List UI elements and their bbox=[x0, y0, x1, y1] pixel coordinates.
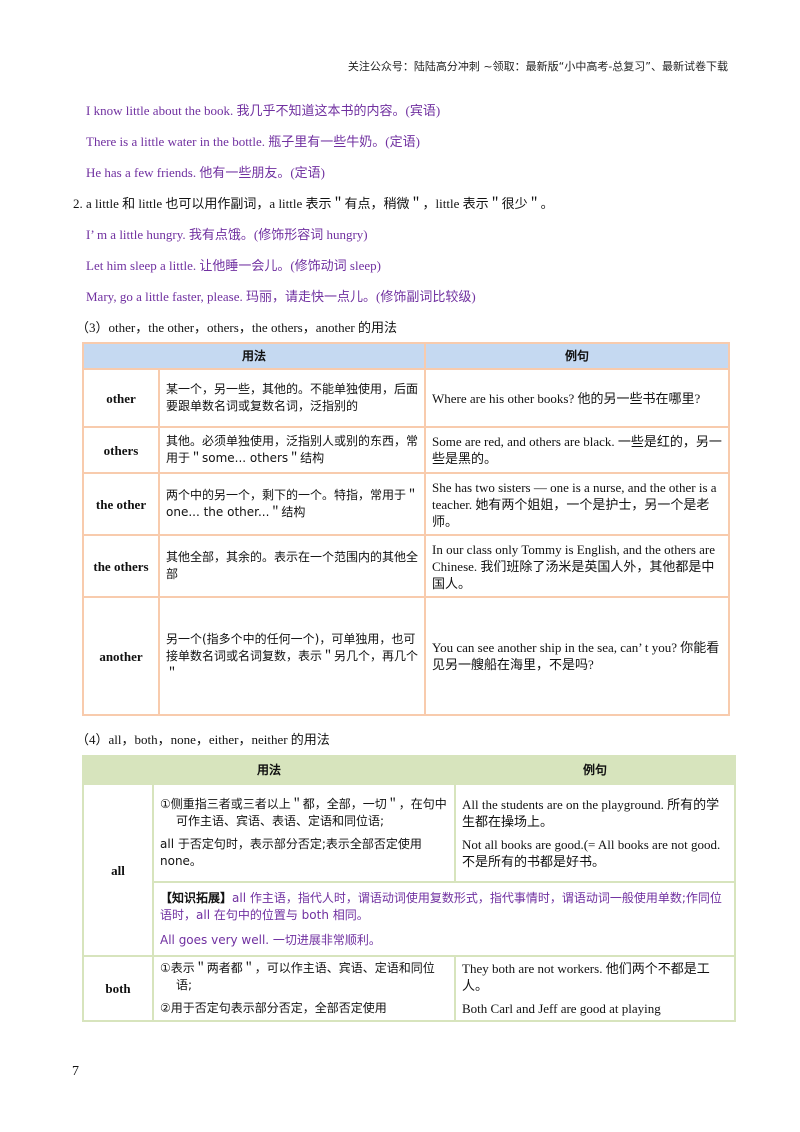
table-row: another 另一个(指多个中的任何一个)，可单独用，也可接单数名词或名词复数… bbox=[82, 596, 731, 716]
knowledge-tip-cell: 【知识拓展】all 作主语，指代人时，谓语动词使用复数形式，指代事情时，谓语动词… bbox=[151, 881, 737, 957]
point-2: 2. a little 和 little 也可以用作副词，a little 表示… bbox=[73, 196, 554, 211]
term-cell: all bbox=[82, 783, 154, 957]
tip-label: 【知识拓展】 bbox=[160, 890, 233, 905]
usage-text: ①表示＂两者都＂，可以作主语、宾语、定语和同位语; bbox=[160, 961, 435, 992]
table-row: the others 其他全部，其余的。表示在一个范围内的其他全部 In our… bbox=[82, 534, 731, 598]
example-line: I’ m a little hungry. 我有点饿。(修饰形容词 hungry… bbox=[86, 227, 368, 242]
usage-text: ②用于否定句表示部分否定，全部否定使用 bbox=[160, 1001, 387, 1015]
column-header-usage: 用法 bbox=[81, 342, 427, 370]
example-cell: In our class only Tommy is English, and … bbox=[424, 534, 731, 598]
column-header-usage: 用法 bbox=[81, 755, 457, 785]
table-all-both-usage: 用法 例句 all ①侧重指三者或三者以上＂都，全部，一切＂，在句中可作主语、宾… bbox=[81, 755, 737, 1022]
tip-example: All goes very well. 一切进展非常顺利。 bbox=[160, 932, 381, 947]
example-line: Mary, go a little faster, please. 玛丽，请走快… bbox=[86, 289, 476, 304]
example-text: All the students are on the playground. … bbox=[462, 797, 720, 829]
example-cell: All the students are on the playground. … bbox=[454, 783, 737, 883]
example-line: Let him sleep a little. 让他睡一会儿。(修饰动词 sle… bbox=[86, 258, 381, 273]
tip-text: all 作主语，指代人时，谓语动词使用复数形式，指代事情时，谓语动词一般使用单数… bbox=[160, 890, 722, 922]
example-line: There is a little water in the bottle. 瓶… bbox=[86, 134, 420, 149]
usage-cell: 其他全部，其余的。表示在一个范围内的其他全部 bbox=[157, 534, 427, 598]
usage-cell: ①表示＂两者都＂，可以作主语、宾语、定语和同位语; ②用于否定句表示部分否定，全… bbox=[151, 955, 457, 1022]
example-line: I know little about the book. 我几乎不知道这本书的… bbox=[86, 103, 441, 118]
table-row: both ①表示＂两者都＂，可以作主语、宾语、定语和同位语; ②用于否定句表示部… bbox=[82, 955, 737, 1022]
example-line: He has a few friends. 他有一些朋友。(定语) bbox=[86, 165, 326, 180]
term-cell: another bbox=[82, 596, 160, 716]
usage-cell: 两个中的另一个，剩下的一个。特指，常用于＂one... the other...… bbox=[157, 472, 427, 536]
term-cell: the other bbox=[82, 472, 160, 536]
term-cell: others bbox=[82, 426, 160, 474]
example-cell: You can see another ship in the sea, can… bbox=[424, 596, 731, 716]
table-other-usage: 用法 例句 other 某一个，另一些，其他的。不能单独使用，后面要跟单数名词或… bbox=[81, 342, 731, 716]
usage-text: ①侧重指三者或三者以上＂都，全部，一切＂，在句中可作主语、宾语、表语、定语和同位… bbox=[160, 797, 447, 828]
page-number: 7 bbox=[72, 1064, 79, 1079]
column-header-example: 例句 bbox=[424, 342, 731, 370]
term-cell: other bbox=[82, 368, 160, 428]
usage-text: all 于否定句时，表示部分否定;表示全部否定使用 none。 bbox=[160, 837, 422, 868]
example-cell: She has two sisters — one is a nurse, an… bbox=[424, 472, 731, 536]
column-header-example: 例句 bbox=[454, 755, 737, 785]
usage-cell: 其他。必须单独使用，泛指别人或别的东西，常用于＂some... others＂结… bbox=[157, 426, 427, 474]
section-3-title: （3）other，the other，others，the others，ano… bbox=[76, 320, 397, 335]
usage-cell: ①侧重指三者或三者以上＂都，全部，一切＂，在句中可作主语、宾语、表语、定语和同位… bbox=[151, 783, 457, 883]
section-4-title: （4）all，both，none，either，neither 的用法 bbox=[76, 732, 330, 747]
example-text: Not all books are good.(= All books are … bbox=[462, 837, 721, 869]
term-cell: both bbox=[82, 955, 154, 1022]
example-cell: Where are his other books? 他的另一些书在哪里? bbox=[424, 368, 731, 428]
term-cell: the others bbox=[82, 534, 160, 598]
usage-cell: 某一个，另一些，其他的。不能单独使用，后面要跟单数名词或复数名词，泛指别的 bbox=[157, 368, 427, 428]
table-row: 【知识拓展】all 作主语，指代人时，谓语动词使用复数形式，指代事情时，谓语动词… bbox=[83, 881, 737, 957]
table-row: the other 两个中的另一个，剩下的一个。特指，常用于＂one... th… bbox=[82, 472, 731, 536]
table-row: all ①侧重指三者或三者以上＂都，全部，一切＂，在句中可作主语、宾语、表语、定… bbox=[82, 783, 737, 957]
usage-cell: 另一个(指多个中的任何一个)，可单独用，也可接单数名词或名词复数，表示＂另几个，… bbox=[157, 596, 427, 716]
table-row: other 某一个，另一些，其他的。不能单独使用，后面要跟单数名词或复数名词，泛… bbox=[82, 368, 731, 428]
example-cell: They both are not workers. 他们两个不都是工人。 Bo… bbox=[454, 955, 737, 1022]
example-text: They both are not workers. 他们两个不都是工人。 bbox=[462, 961, 710, 993]
table-row: others 其他。必须单独使用，泛指别人或别的东西，常用于＂some... o… bbox=[82, 426, 731, 474]
page-header: 关注公众号：陆陆高分冲刺 ~领取：最新版“小中高考-总复习”、最新试卷下载 bbox=[347, 60, 728, 73]
example-text: Both Carl and Jeff are good at playing bbox=[462, 1001, 661, 1016]
example-cell: Some are red, and others are black. 一些是红… bbox=[424, 426, 731, 474]
